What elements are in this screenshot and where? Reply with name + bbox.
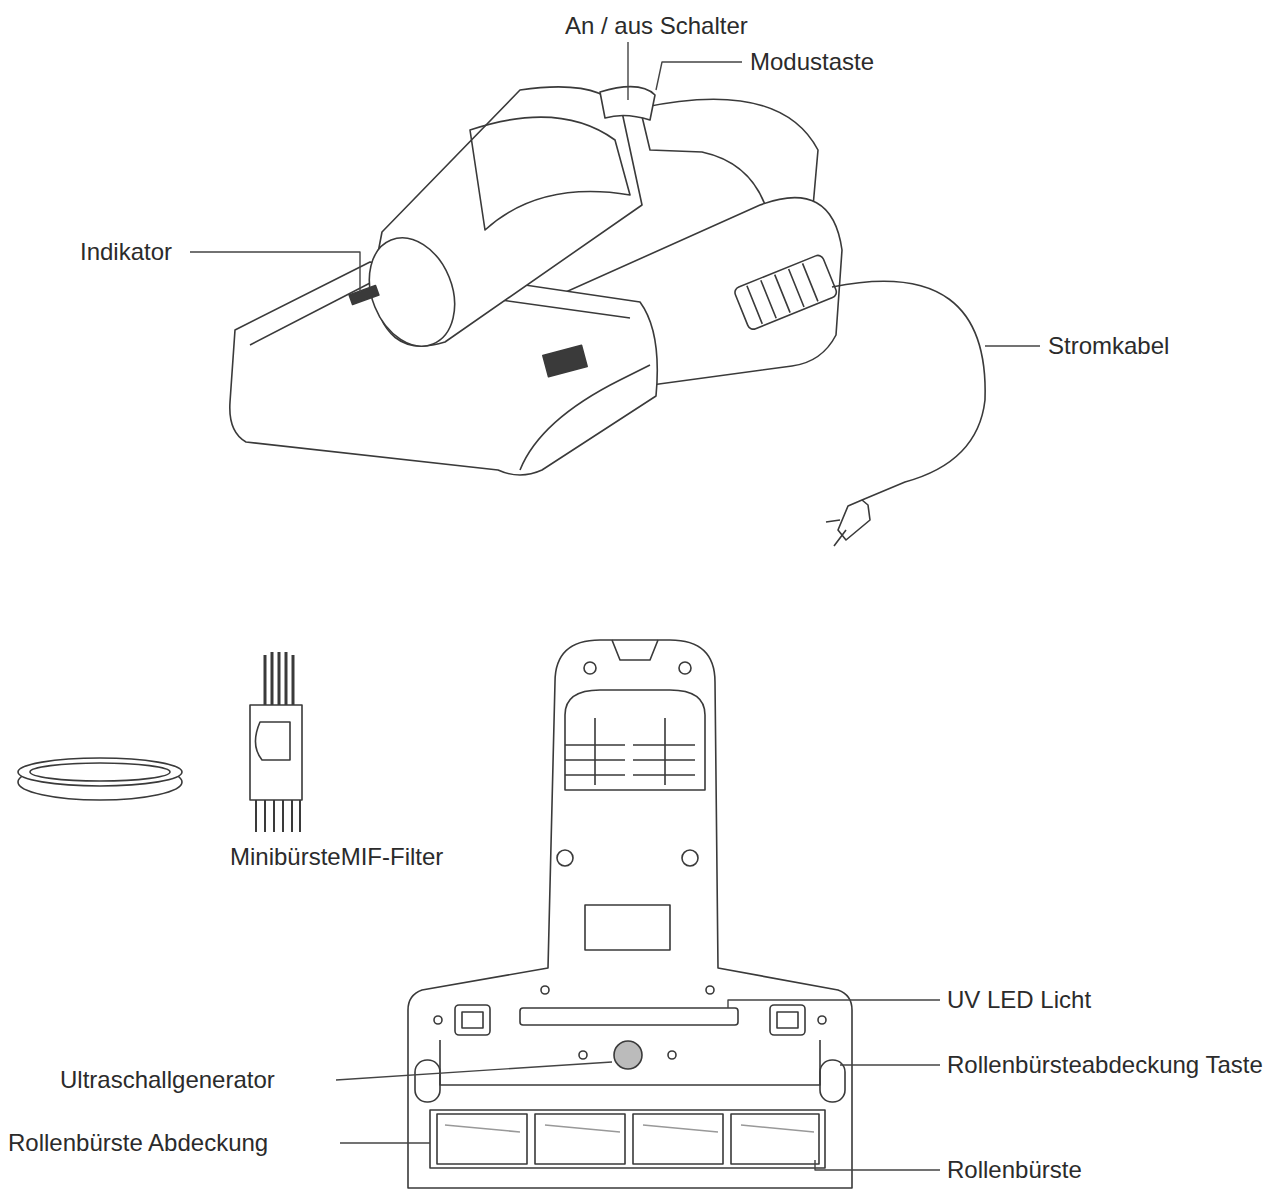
- bottom-view: [408, 640, 852, 1188]
- leader-lines: [190, 42, 1040, 1170]
- part-label: Indikator: [80, 238, 172, 266]
- part-label: An / aus Schalter: [565, 12, 748, 40]
- part-label: Stromkabel: [1048, 332, 1169, 360]
- part-label: Rollenbürste: [947, 1156, 1082, 1184]
- part-label: Ultraschallgenerator: [60, 1066, 275, 1094]
- part-label: UV LED Licht: [947, 986, 1091, 1014]
- accessories: [18, 652, 302, 832]
- part-label: Rollenbürste Abdeckung: [8, 1129, 268, 1157]
- part-label: Rollenbürsteabdeckung Taste: [947, 1044, 1269, 1086]
- part-label: MinibürsteMIF-Filter: [230, 843, 443, 871]
- vacuum-body: [230, 87, 985, 546]
- part-label: Modustaste: [750, 48, 874, 76]
